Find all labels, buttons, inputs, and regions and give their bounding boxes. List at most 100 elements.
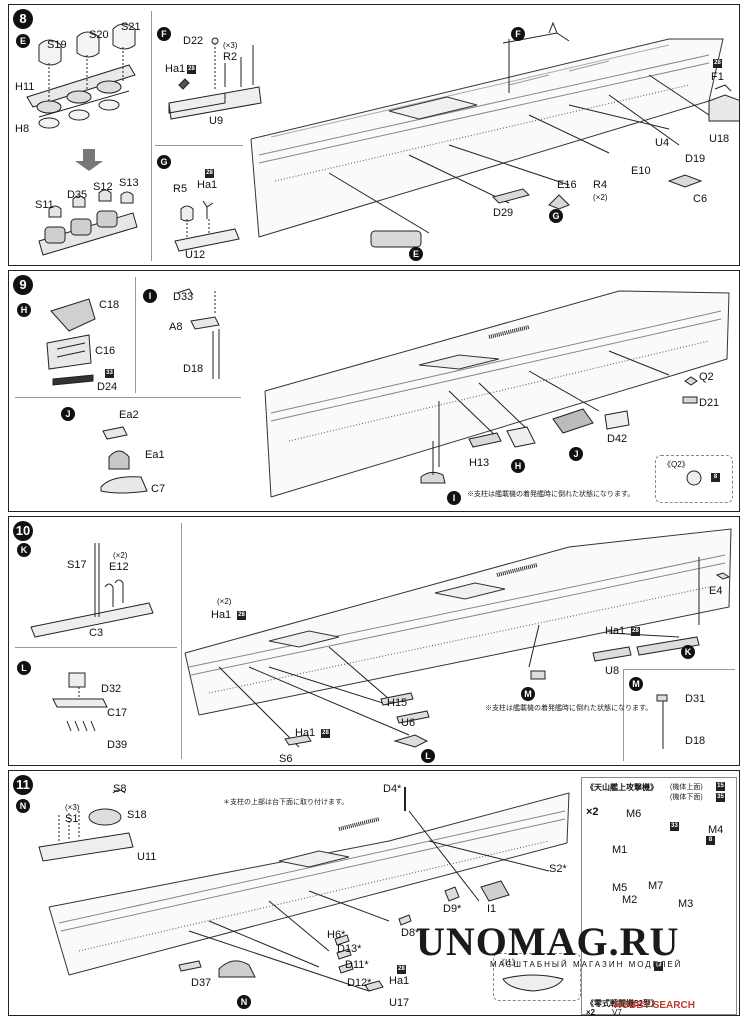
part-label: R2 bbox=[223, 51, 238, 63]
quantity-note: (×3) bbox=[65, 803, 80, 812]
part-label: H11 bbox=[15, 81, 35, 93]
part-label: M7 bbox=[648, 880, 664, 892]
part-label: U9 bbox=[209, 115, 224, 127]
part-label: D12* bbox=[347, 977, 372, 989]
color-code: 28 bbox=[187, 65, 196, 74]
step-9-panel: 9 bbox=[8, 270, 740, 512]
part-label: M6 bbox=[626, 808, 642, 820]
part-label: D4* bbox=[383, 783, 402, 795]
part-label: F1 bbox=[711, 71, 724, 83]
part-label: C18 bbox=[99, 299, 120, 311]
part-label: A8 bbox=[169, 321, 183, 333]
color-code: 14 bbox=[654, 962, 663, 971]
part-label: C3 bbox=[89, 627, 104, 639]
subassembly-j-marker: J bbox=[61, 407, 75, 421]
support-note: ＊支柱の上部は台下面に取り付けます。 bbox=[223, 799, 349, 806]
part-label: D31 bbox=[685, 693, 706, 705]
support-note: ※支柱は艦載機の着発艦時に倒れた状態になります。 bbox=[485, 705, 653, 712]
color-code: 28 bbox=[321, 729, 330, 738]
part-label: S6 bbox=[279, 753, 293, 765]
divider bbox=[623, 669, 624, 761]
part-label: S21 bbox=[121, 21, 141, 33]
quantity-note: (×2) bbox=[113, 551, 128, 560]
part-label: M5 bbox=[612, 882, 628, 894]
part-label: U17 bbox=[389, 997, 410, 1009]
color-code: 28 bbox=[205, 169, 214, 178]
quantity-note: (×2) bbox=[217, 597, 232, 606]
part-label: Ha1 bbox=[165, 63, 186, 75]
divider bbox=[135, 277, 136, 393]
part-label: Ea2 bbox=[119, 409, 139, 421]
step-10-panel: 10 bbox=[8, 516, 740, 766]
color-code: 35 bbox=[716, 793, 725, 802]
watermark-tagline: МАСШТАБНЫЙ МАГАЗИН МОДЕЛЕЙ bbox=[490, 960, 683, 969]
part-label: D24 bbox=[97, 381, 118, 393]
part-label: E16 bbox=[557, 179, 577, 191]
subassembly-j-marker: J bbox=[569, 447, 583, 461]
part-label: S11 bbox=[35, 199, 54, 211]
part-label: S8 bbox=[113, 783, 127, 795]
part-label: Ha1 bbox=[211, 609, 232, 621]
quantity-note: (×3) bbox=[223, 41, 238, 50]
part-label: U12 bbox=[185, 249, 206, 261]
subassembly-m-marker: M bbox=[521, 687, 535, 701]
part-label: S19 bbox=[47, 39, 67, 51]
support-note: ※支柱は艦載機の着発艦時に倒れた状態になります。 bbox=[467, 491, 635, 498]
step-number: 8 bbox=[13, 9, 33, 29]
color-code: 8 bbox=[706, 836, 715, 845]
color-code: 28 bbox=[631, 627, 640, 636]
part-label: D11* bbox=[345, 959, 369, 971]
quantity-note: ×2 bbox=[586, 1008, 596, 1017]
part-label: E12 bbox=[109, 561, 129, 573]
subassembly-l-marker: L bbox=[421, 749, 435, 763]
color-code: 28 bbox=[237, 611, 246, 620]
source-badge: HOBBY SEARCH bbox=[614, 1000, 695, 1011]
surface-label: (機体上面) bbox=[670, 784, 703, 791]
subassembly-g-marker: G bbox=[157, 155, 171, 169]
detail-q2-box bbox=[655, 455, 733, 503]
subassembly-h-marker: H bbox=[17, 303, 31, 317]
part-label: Ha1 bbox=[389, 975, 410, 987]
color-code: 28 bbox=[713, 59, 722, 68]
part-label: D9* bbox=[443, 903, 462, 915]
part-label: D42 bbox=[607, 433, 628, 445]
part-label: R4 bbox=[593, 179, 608, 191]
divider bbox=[151, 11, 152, 261]
part-label: D19 bbox=[685, 153, 706, 165]
detail-label: 《I1》 bbox=[497, 958, 520, 967]
step-9-artwork bbox=[46, 288, 730, 498]
divider bbox=[181, 523, 182, 759]
part-label: D39 bbox=[107, 739, 128, 751]
part-label: D18 bbox=[183, 363, 204, 375]
part-label: C16 bbox=[95, 345, 116, 357]
part-label: Q2 bbox=[699, 371, 714, 383]
part-label: D22 bbox=[183, 35, 204, 47]
part-label: D35 bbox=[67, 189, 88, 201]
part-label: H8 bbox=[15, 123, 30, 135]
part-label: D18 bbox=[685, 735, 706, 747]
part-label: Ha1 bbox=[197, 179, 218, 191]
part-label: S12 bbox=[93, 181, 113, 193]
aircraft-inset: 《天山艦上攻撃機》 (機体上面) (機体下面) 15 35 ×2 M6 M4 8… bbox=[581, 777, 737, 1017]
aircraft-title: 《天山艦上攻撃機》 bbox=[586, 783, 658, 792]
divider bbox=[15, 647, 177, 648]
part-label: S2* bbox=[549, 863, 567, 875]
step-10-artwork bbox=[30, 528, 732, 749]
subassembly-m-marker: M bbox=[629, 677, 643, 691]
part-label: I1 bbox=[487, 903, 497, 915]
subassembly-n-marker: N bbox=[237, 995, 251, 1009]
step-11-panel: 11 N bbox=[8, 770, 740, 1017]
color-code: 15 bbox=[716, 782, 725, 791]
step-number: 9 bbox=[13, 275, 33, 295]
part-label: H13 bbox=[469, 457, 490, 469]
part-label: C6 bbox=[693, 193, 708, 205]
part-label: U6 bbox=[401, 717, 416, 729]
part-label: Ha1 bbox=[605, 625, 626, 637]
quantity-note: ×2 bbox=[586, 806, 599, 818]
divider bbox=[623, 669, 735, 670]
divider bbox=[15, 397, 241, 398]
part-label: Ea1 bbox=[145, 449, 165, 461]
part-label: U11 bbox=[137, 851, 157, 863]
subassembly-f-marker: F bbox=[511, 27, 525, 41]
step-11-artwork bbox=[38, 787, 696, 992]
